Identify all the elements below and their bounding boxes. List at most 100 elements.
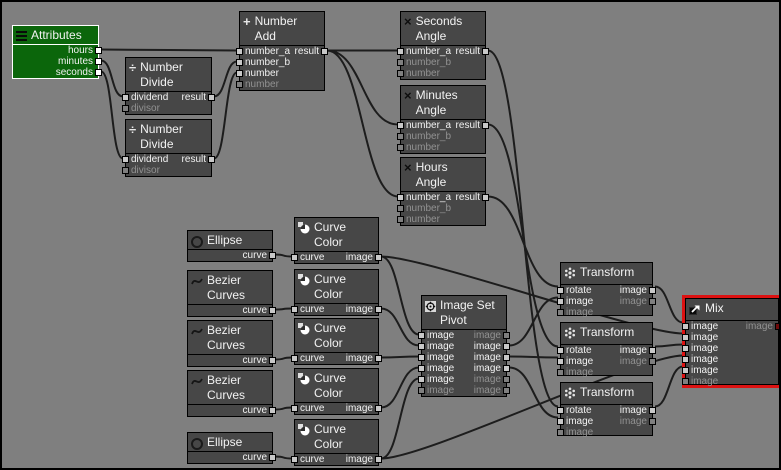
port-image-in[interactable] — [557, 369, 564, 376]
port-image-in[interactable] — [682, 334, 689, 341]
wire — [100, 48, 238, 52]
port-rotate-in[interactable] — [557, 407, 564, 414]
port-image-in[interactable] — [418, 343, 425, 350]
port-image-in[interactable] — [682, 356, 689, 363]
port-rotate-in[interactable] — [557, 287, 564, 294]
port-seconds-out[interactable] — [95, 69, 102, 76]
port-result-out[interactable] — [482, 194, 489, 201]
port-result-out[interactable] — [482, 48, 489, 55]
port-image-out[interactable] — [375, 456, 382, 463]
port-number_b-in[interactable] — [397, 205, 404, 212]
port-curve-out[interactable] — [269, 307, 276, 314]
port-number_a-in[interactable] — [236, 48, 243, 55]
port-image-in[interactable] — [557, 298, 564, 305]
port-divisor-in[interactable] — [122, 105, 129, 112]
port-curve-out[interactable] — [269, 407, 276, 414]
port-curve-out[interactable] — [269, 357, 276, 364]
port-image-out[interactable] — [375, 254, 382, 261]
port-dividend-in[interactable] — [122, 156, 129, 163]
port-image-out[interactable] — [649, 358, 656, 365]
port-image-in[interactable] — [557, 429, 564, 436]
port-image-in[interactable] — [682, 345, 689, 352]
port-curve-in[interactable] — [291, 355, 298, 362]
port-image-in[interactable] — [418, 354, 425, 361]
port-image-out[interactable] — [375, 306, 382, 313]
port-number_a-in[interactable] — [397, 122, 404, 129]
port-result-out[interactable] — [208, 94, 215, 101]
port-minutes-out[interactable] — [95, 58, 102, 65]
port-number-in[interactable] — [236, 70, 243, 77]
port-hours-out[interactable] — [95, 47, 102, 54]
port-curve-in[interactable] — [291, 306, 298, 313]
add-icon: + — [243, 14, 251, 29]
port-image-out[interactable] — [649, 287, 656, 294]
port-divisor-in[interactable] — [122, 167, 129, 174]
port-result-out[interactable] — [482, 122, 489, 129]
port-image-out[interactable] — [503, 332, 510, 339]
port-image-out[interactable] — [503, 354, 510, 361]
port-image-out[interactable] — [649, 407, 656, 414]
port-image-in[interactable] — [557, 358, 564, 365]
port-number-in[interactable] — [397, 216, 404, 223]
port-image-out[interactable] — [649, 418, 656, 425]
port-image-out[interactable] — [775, 323, 779, 330]
port-image-in[interactable] — [418, 387, 425, 394]
port-image-in[interactable] — [418, 332, 425, 339]
port-curve-out[interactable] — [269, 454, 276, 461]
port-number-in[interactable] — [236, 81, 243, 88]
port-result-out[interactable] — [321, 48, 328, 55]
port-number-in[interactable] — [397, 70, 404, 77]
port-number_b-in[interactable] — [397, 59, 404, 66]
port-number-in[interactable] — [397, 144, 404, 151]
port-result-out[interactable] — [208, 156, 215, 163]
port-curve-in[interactable] — [291, 405, 298, 412]
port-image-in[interactable] — [418, 365, 425, 372]
port-curve-out[interactable] — [269, 252, 276, 259]
port-number_b-in[interactable] — [397, 133, 404, 140]
port-image-out[interactable] — [649, 347, 656, 354]
port-image-out[interactable] — [375, 405, 382, 412]
port-dividend-in[interactable] — [122, 94, 129, 101]
port-image-out[interactable] — [503, 376, 510, 383]
port-number_b-in[interactable] — [236, 59, 243, 66]
port-number_a-in[interactable] — [397, 194, 404, 201]
port-image-out[interactable] — [649, 298, 656, 305]
port-image-out[interactable] — [503, 387, 510, 394]
port-image-in[interactable] — [682, 323, 689, 330]
port-image-in[interactable] — [418, 376, 425, 383]
port-number_a-in[interactable] — [397, 48, 404, 55]
port-image-in[interactable] — [682, 378, 689, 385]
port-image-in[interactable] — [557, 418, 564, 425]
port-curve-in[interactable] — [291, 456, 298, 463]
port-rotate-in[interactable] — [557, 347, 564, 354]
port-image-in[interactable] — [682, 367, 689, 374]
port-curve-in[interactable] — [291, 254, 298, 261]
port-image-out[interactable] — [503, 365, 510, 372]
port-image-out[interactable] — [375, 355, 382, 362]
port-image-out[interactable] — [503, 343, 510, 350]
port-image-in[interactable] — [557, 309, 564, 316]
